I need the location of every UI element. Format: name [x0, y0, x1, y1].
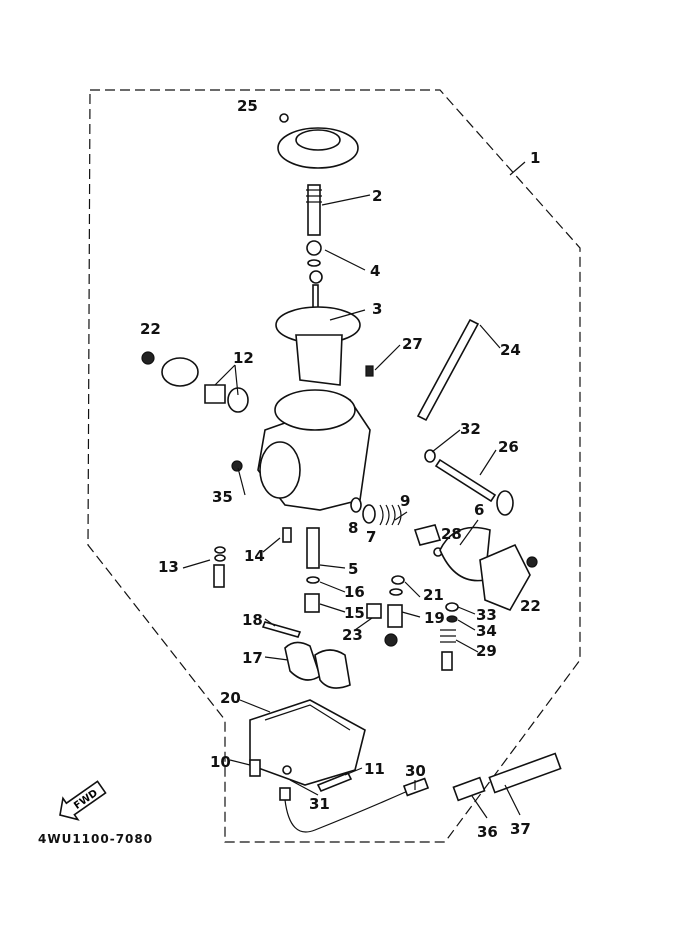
part-label-34: 34 — [476, 622, 497, 640]
part-label-18: 18 — [242, 611, 263, 629]
part-label-3: 3 — [372, 300, 382, 318]
part-label-14: 14 — [244, 547, 265, 565]
part-label-30: 30 — [405, 762, 426, 780]
part-label-28: 28 — [441, 525, 462, 543]
part-label-36: 36 — [477, 823, 498, 841]
part-label-16: 16 — [344, 583, 365, 601]
part-label-11: 11 — [364, 760, 385, 778]
part-label-4: 4 — [370, 262, 380, 280]
part-label-9: 9 — [400, 492, 410, 510]
part-label-26: 26 — [498, 438, 519, 456]
part-label-17: 17 — [242, 649, 263, 667]
parts-drawing — [141, 113, 562, 833]
part-label-15: 15 — [344, 604, 365, 622]
part-label-6: 6 — [474, 501, 484, 519]
part-label-22: 22 — [520, 597, 541, 615]
assembly-boundary — [87, 89, 581, 843]
part-label-10: 10 — [210, 753, 231, 771]
part-label-24: 24 — [500, 341, 521, 359]
part-label-35: 35 — [212, 488, 233, 506]
part-label-13: 13 — [158, 558, 179, 576]
fwd-arrow-icon: FWD — [59, 780, 107, 821]
part-label-7: 7 — [366, 528, 376, 546]
part-label-25: 25 — [237, 97, 258, 115]
part-label-12: 12 — [233, 349, 254, 367]
part-label-20: 20 — [220, 689, 241, 707]
part-label-29: 29 — [476, 642, 497, 660]
part-label-32: 32 — [460, 420, 481, 438]
part-label-31: 31 — [309, 795, 330, 813]
drawing-code: 4WU1100-7080 — [38, 832, 153, 846]
part-label-21: 21 — [423, 586, 444, 604]
part-label-2: 2 — [372, 187, 382, 205]
part-label-8: 8 — [348, 519, 358, 537]
part-label-37: 37 — [510, 820, 531, 838]
part-label-19: 19 — [424, 609, 445, 627]
part-label-1: 1 — [530, 149, 540, 167]
part-label-33: 33 — [476, 606, 497, 624]
part-label-23: 23 — [342, 626, 363, 644]
part-label-27: 27 — [402, 335, 423, 353]
part-label-22: 22 — [140, 320, 161, 338]
part-label-5: 5 — [348, 560, 358, 578]
